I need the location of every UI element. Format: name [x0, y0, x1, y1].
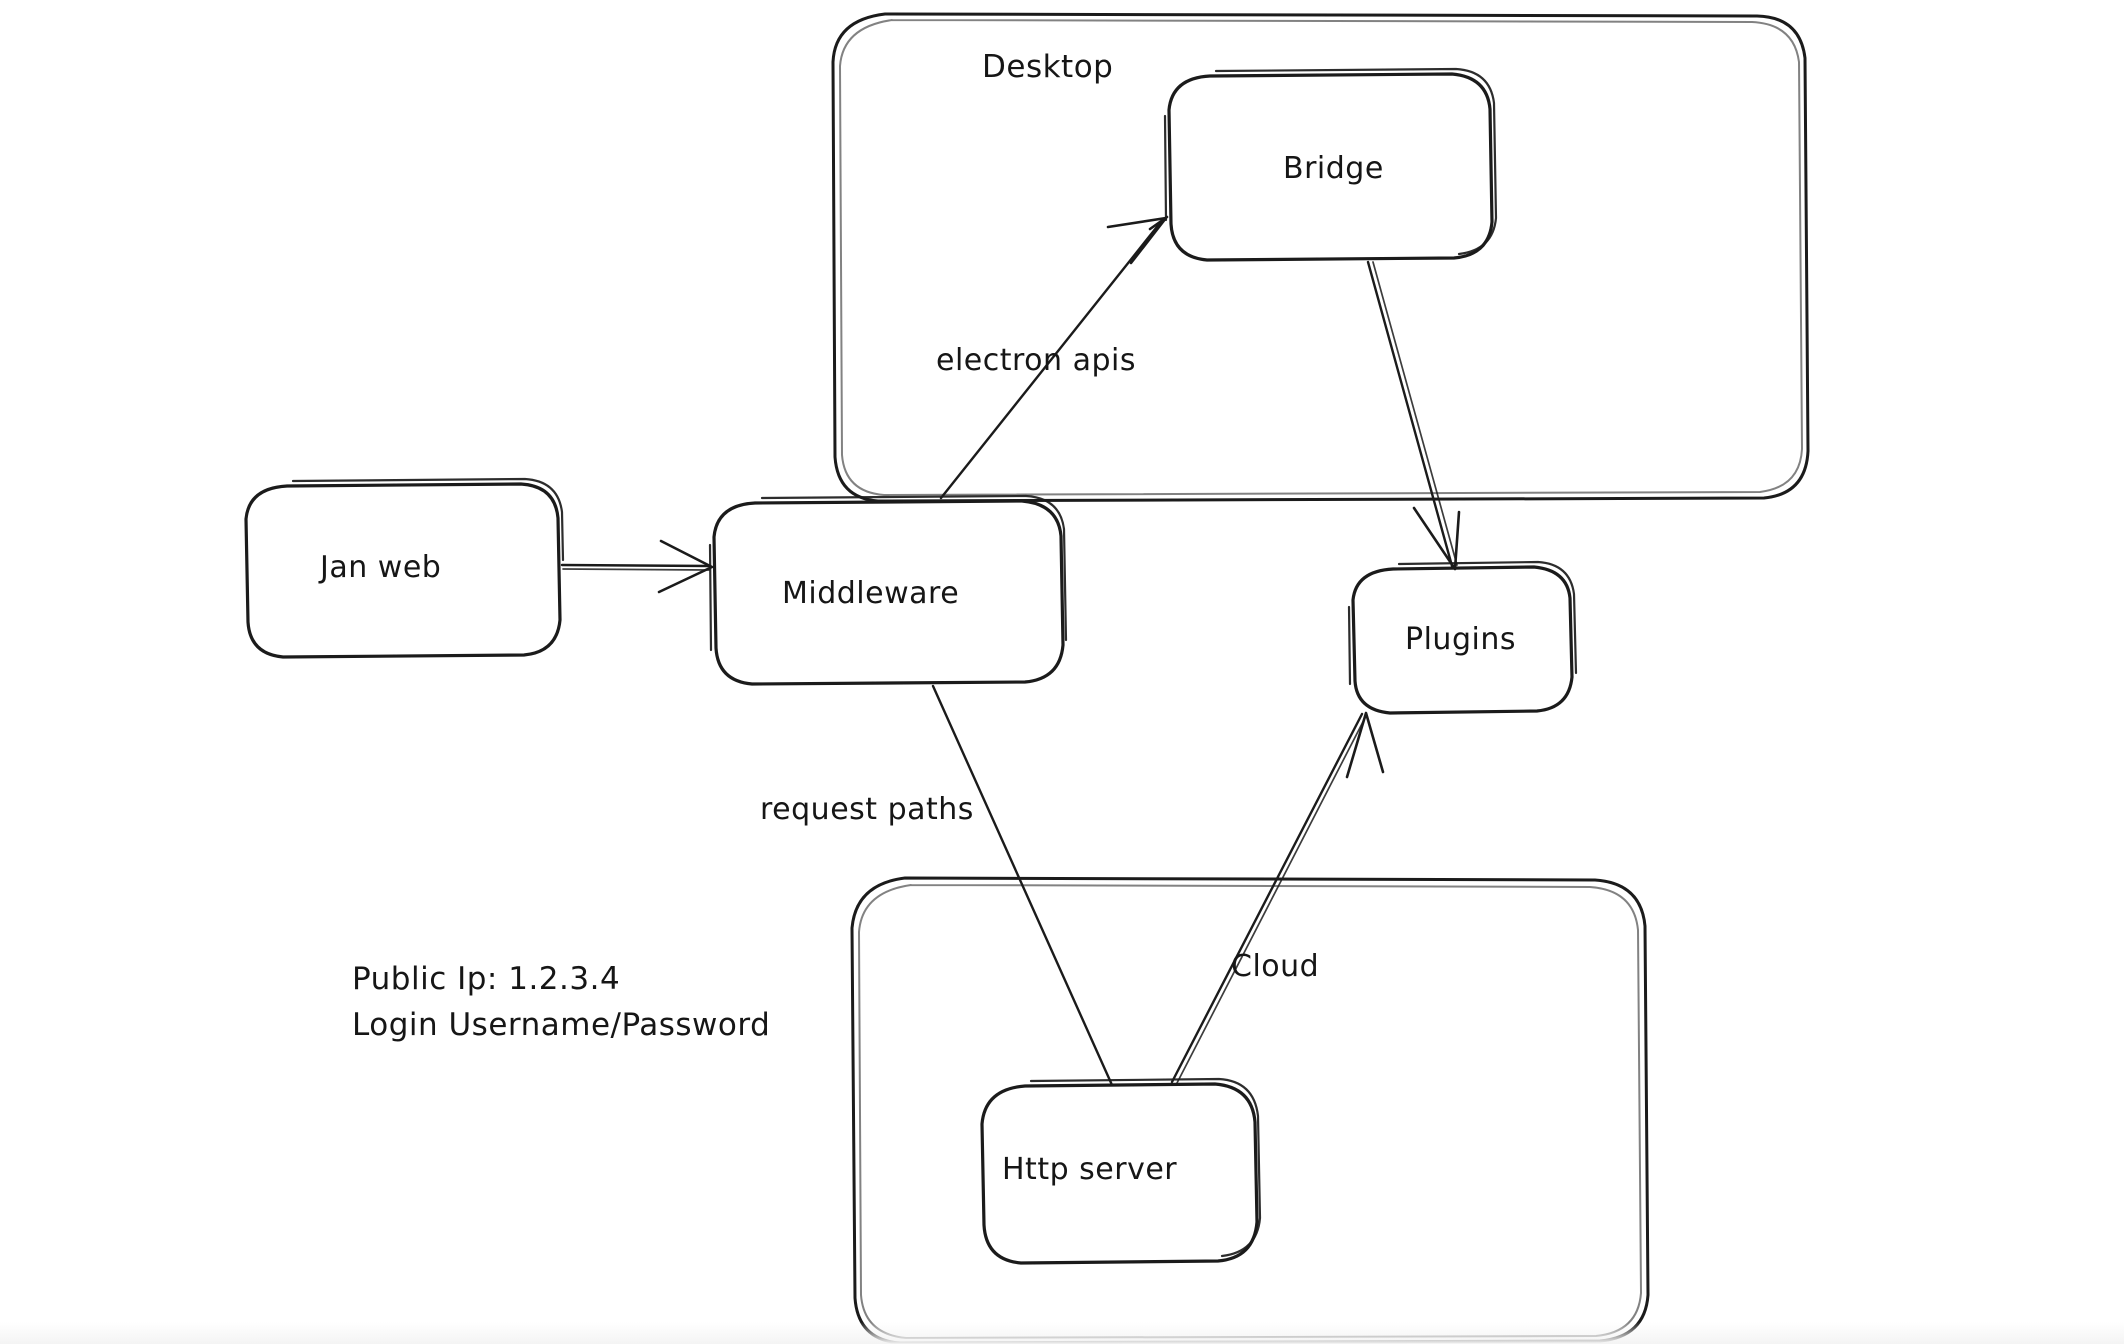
edge-janweb-middleware [560, 539, 714, 594]
node-label-bridge: Bridge [1283, 151, 1384, 186]
edge-middleware-httpserver [931, 684, 1114, 1087]
group-cloud-shape [850, 876, 1650, 1344]
node-plugins-shape[interactable] [1347, 560, 1578, 715]
annotation-note-block: Public Ip: 1.2.3.4 Login Username/Passwo… [352, 956, 770, 1048]
edge-httpserver-plugins [1170, 711, 1385, 1084]
edge-label-cloud: Cloud [1231, 949, 1320, 984]
node-http-server-shape[interactable] [980, 1077, 1262, 1265]
group-desktop-shape [831, 12, 1810, 503]
edge-bridge-plugins [1366, 260, 1461, 571]
node-bridge-shape[interactable] [1163, 67, 1498, 262]
note-login-credentials: Login Username/Password [352, 1007, 771, 1043]
edge-middleware-bridge [939, 215, 1169, 500]
edge-label-request-paths: request paths [760, 792, 974, 827]
node-label-http-server: Http server [1002, 1152, 1178, 1187]
note-public-ip: Public Ip: 1.2.3.4 [352, 961, 621, 997]
node-label-jan-web: Jan web [320, 550, 442, 585]
edge-label-electron-apis: electron apis [936, 343, 1136, 378]
node-label-plugins: Plugins [1405, 622, 1516, 657]
node-label-middleware: Middleware [782, 576, 960, 611]
group-label-desktop: Desktop [982, 49, 1114, 85]
node-middleware-shape[interactable] [708, 494, 1068, 686]
node-jan-web-shape[interactable] [244, 477, 565, 659]
